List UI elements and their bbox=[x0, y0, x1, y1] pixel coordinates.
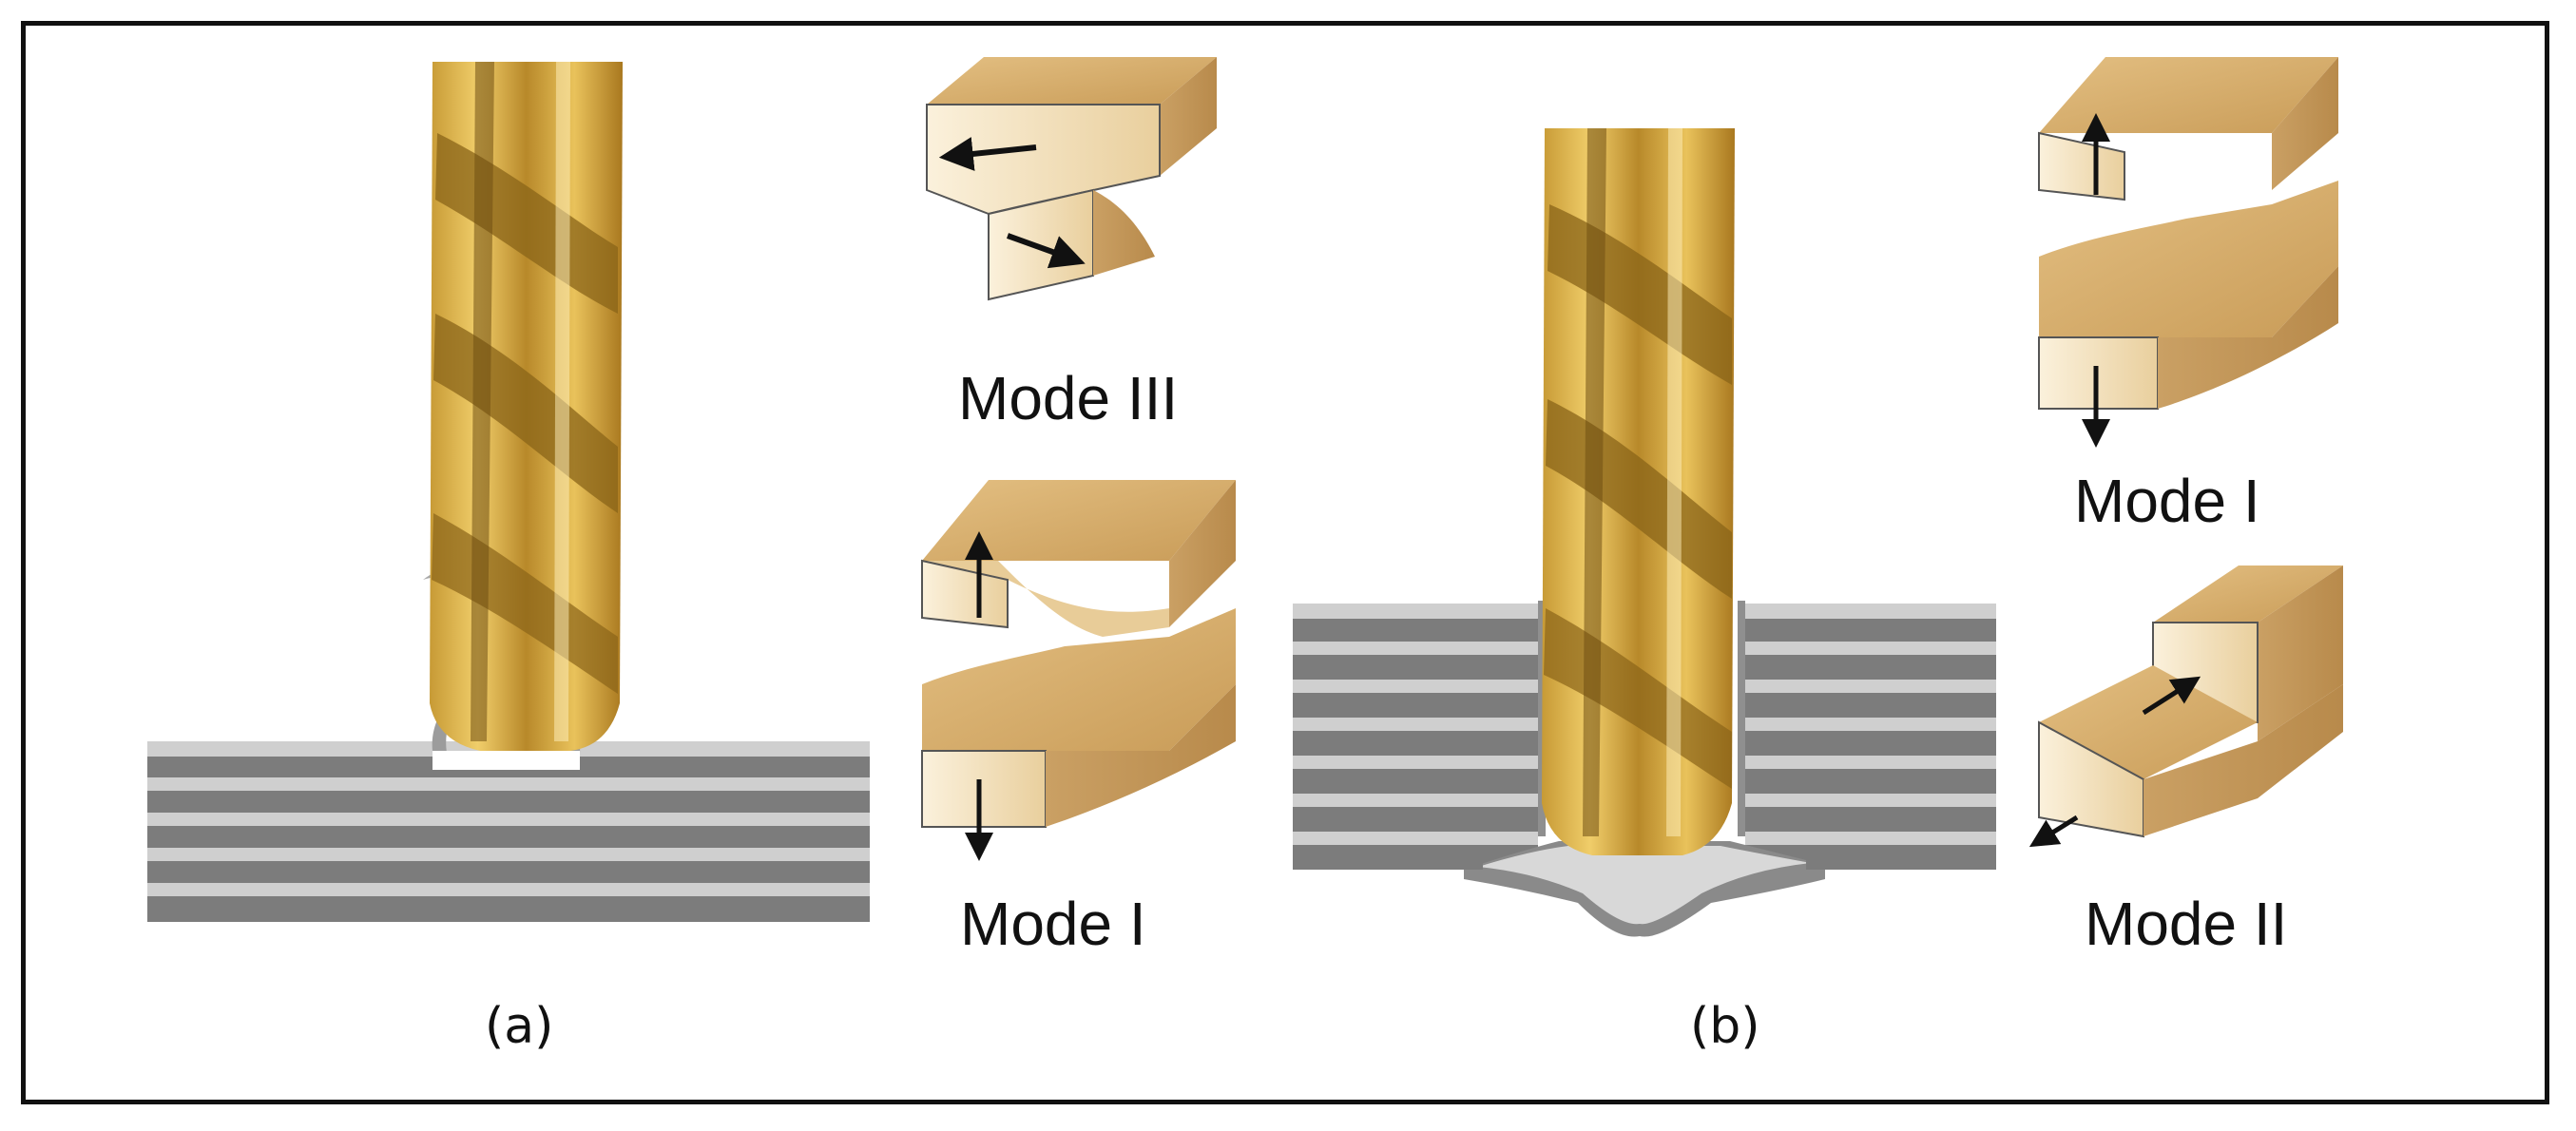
panel-a-drill-bit bbox=[430, 62, 623, 751]
panel-a-label: (a) bbox=[485, 998, 554, 1055]
mode-i-block-icon-a bbox=[921, 480, 1236, 861]
panel-b-label: (b) bbox=[1690, 998, 1760, 1055]
figure-frame bbox=[21, 21, 2549, 1104]
panel-b-drill-bit bbox=[1542, 128, 1735, 855]
mode-iii-block-icon bbox=[926, 57, 1217, 301]
panel-a-laminate bbox=[147, 741, 870, 922]
mode-ii-block-icon bbox=[2028, 566, 2343, 848]
mode-i-label-b: Mode I bbox=[2074, 467, 2260, 535]
mode-iii-label-a: Mode III bbox=[958, 364, 1179, 432]
mode-ii-label-b: Mode II bbox=[2085, 890, 2288, 958]
mode-i-block-icon-b bbox=[2038, 57, 2338, 448]
mode-i-label-a: Mode I bbox=[960, 890, 1146, 958]
